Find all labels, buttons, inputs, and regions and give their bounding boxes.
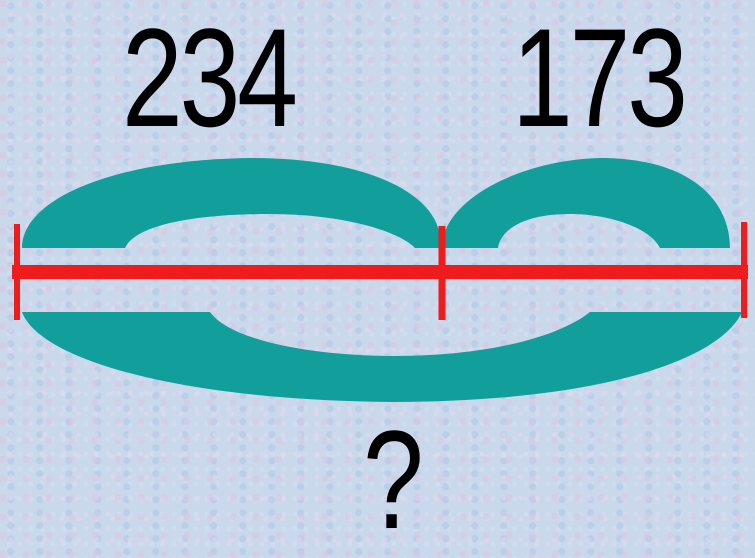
whole-unknown-value: ?	[363, 410, 421, 550]
right-part-value: 173	[512, 8, 685, 148]
left-part-value: 234	[122, 8, 295, 148]
left-part-brace	[22, 158, 440, 248]
right-part-brace	[442, 158, 730, 248]
whole-brace	[22, 312, 742, 402]
